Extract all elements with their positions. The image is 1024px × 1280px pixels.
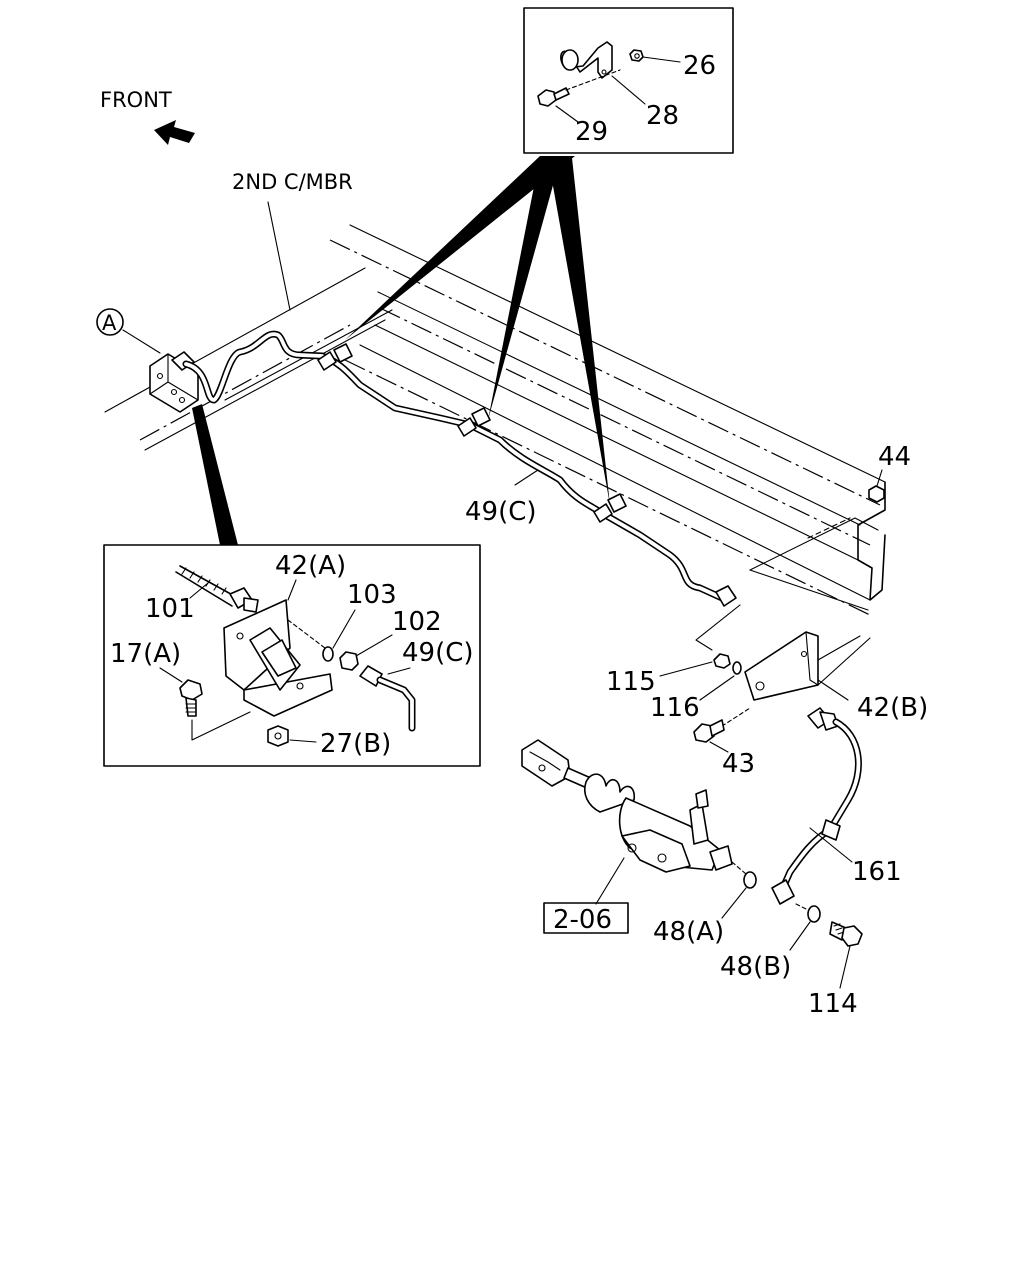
- crossmember-callout: 2ND C/MBR: [232, 170, 353, 311]
- fasteners-48-114: 48(A) 48(B) 114: [653, 861, 863, 1019]
- label-101: 101: [145, 594, 195, 624]
- label-42a: 42(A): [275, 551, 346, 581]
- ref-box-label: 2-06: [553, 905, 612, 935]
- nut-44: 44: [807, 442, 911, 539]
- label-161: 161: [852, 857, 902, 887]
- hose-161: 161: [771, 707, 902, 905]
- label-43: 43: [722, 749, 755, 779]
- inset-leaders: [345, 156, 610, 505]
- label-42b: 42(B): [857, 693, 928, 723]
- label-27b: 27(B): [320, 729, 391, 759]
- label-49c-inset: 49(C): [402, 638, 474, 668]
- label-28: 28: [646, 101, 679, 131]
- label-114: 114: [808, 989, 858, 1019]
- label-49c-main: 49(C): [465, 497, 537, 527]
- clip-detail-inset: 26 29 28: [523, 7, 734, 154]
- frame-rail: [104, 224, 886, 616]
- front-arrow-icon: [154, 120, 195, 145]
- label-29: 29: [575, 117, 608, 147]
- front-label: FRONT: [100, 88, 172, 112]
- brake-pipe-49c: 49(C): [182, 330, 737, 607]
- label-48a: 48(A): [653, 917, 724, 947]
- label-103: 103: [347, 580, 397, 610]
- label-102: 102: [392, 607, 442, 637]
- cylinder-assembly: 2-06: [521, 739, 733, 935]
- label-48b: 48(B): [720, 952, 791, 982]
- connector-a: A: [96, 308, 238, 545]
- front-direction: FRONT: [100, 88, 195, 145]
- label-26: 26: [683, 51, 716, 81]
- label-116: 116: [650, 693, 700, 723]
- label-17a: 17(A): [110, 639, 181, 669]
- circle-a-label: A: [102, 311, 117, 335]
- bracket-42b-assembly: 42(B) 115 116 43: [606, 604, 928, 779]
- bracket-detail-inset: 101 42(A) 103 102 49(C) 17(A): [103, 544, 481, 767]
- label-115: 115: [606, 667, 656, 697]
- label-44: 44: [878, 442, 911, 472]
- crossmember-label: 2ND C/MBR: [232, 170, 353, 194]
